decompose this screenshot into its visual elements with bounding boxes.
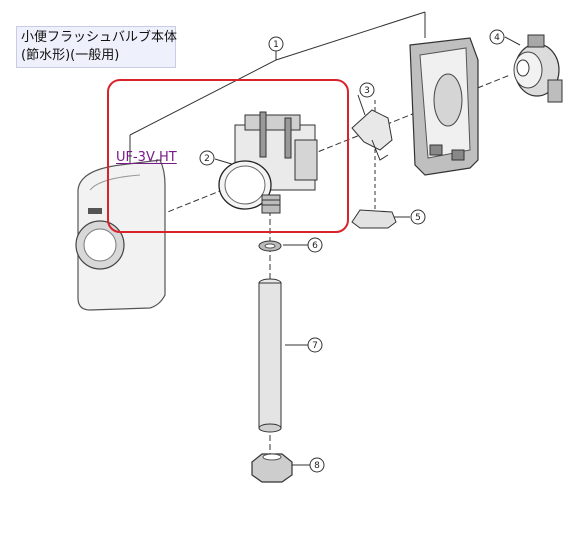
callout-6: 6 [307,237,323,253]
callouts: 1 2 3 4 5 6 7 8 [199,29,505,473]
svg-text:4: 4 [494,33,500,43]
title-box: 小便フラッシュバルブ本体 (節水形)(一般用) [16,26,178,68]
cover-plate [75,159,166,311]
clip [351,209,397,229]
bracket [351,109,393,161]
svg-text:3: 3 [364,86,370,96]
callout-3: 3 [359,82,375,98]
leader-1b [275,11,426,61]
highlight-box [107,79,349,233]
callout-1: 1 [268,36,284,52]
svg-text:7: 7 [312,341,318,351]
svg-text:2: 2 [204,154,210,164]
stop-valve [513,34,563,103]
svg-text:8: 8 [314,461,320,471]
callout-4: 4 [489,29,505,45]
nut [251,453,293,483]
svg-text:1: 1 [273,40,279,50]
callout-8: 8 [309,457,325,473]
callout-5: 5 [410,209,426,225]
model-link[interactable]: UF-3V,HT [116,150,177,165]
valve-body [218,111,318,214]
packing [258,240,282,252]
callout-7: 7 [307,337,323,353]
svg-text:6: 6 [312,241,318,251]
wall-plate [409,37,479,176]
title-line-1: 小便フラッシュバルブ本体 [21,30,178,45]
callout-2: 2 [199,150,215,166]
svg-text:5: 5 [415,213,421,223]
title-line-2: (節水形)(一般用) [21,48,120,63]
pipe [258,278,282,433]
